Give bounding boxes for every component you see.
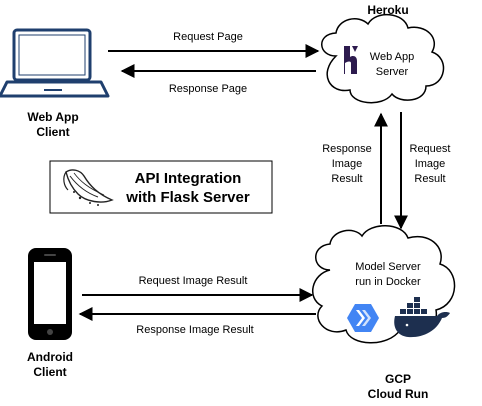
edge-request-image-1: Request	[410, 143, 451, 155]
web-client-label-2: Client	[36, 125, 69, 139]
cloud-run-icon	[347, 304, 379, 332]
heroku-server-label-1: Web App	[370, 51, 414, 63]
edge-request-image-3: Result	[414, 173, 445, 185]
gcp-label-2: Cloud Run	[368, 387, 429, 401]
heroku-server-label-2: Server	[376, 66, 409, 78]
gcp-inner-label-1: Model Server	[355, 261, 421, 273]
edge-response-page: Response Page	[169, 83, 247, 95]
heroku-title: Heroku	[367, 3, 408, 17]
heroku-cloud	[321, 14, 445, 104]
edge-request-page: Request Page	[173, 31, 243, 43]
edge-request-image-result: Request Image Result	[139, 275, 248, 287]
edge-response-image-result: Response Image Result	[136, 324, 253, 336]
android-label-1: Android	[27, 350, 73, 364]
gcp-label-1: GCP	[385, 372, 411, 386]
laptop-icon	[0, 28, 110, 98]
edge-response-image-2: Image	[332, 158, 363, 170]
edge-request-image-2: Image	[415, 158, 446, 170]
docker-whale-icon	[394, 297, 450, 338]
edge-response-image-3: Result	[331, 173, 362, 185]
center-box-title-2: with Flask Server	[125, 189, 250, 206]
smartphone-icon	[28, 248, 72, 340]
flask-logo	[63, 169, 114, 206]
android-label-2: Client	[33, 365, 66, 379]
web-client-label-1: Web App	[27, 110, 78, 124]
center-box-title-1: API Integration	[135, 170, 242, 187]
edge-response-image-1: Response	[322, 143, 372, 155]
heroku-logo	[344, 46, 358, 74]
gcp-inner-label-2: run in Docker	[355, 276, 421, 288]
